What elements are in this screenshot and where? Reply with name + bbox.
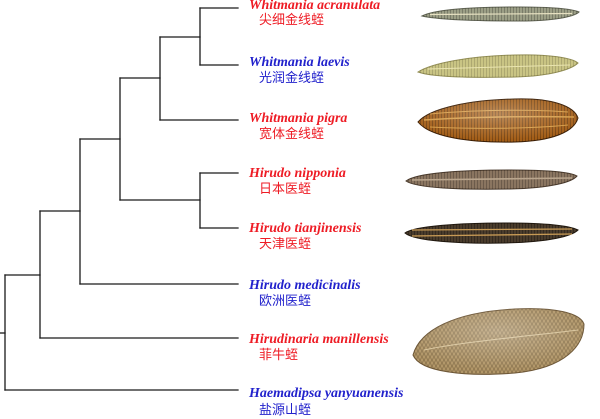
scientific-name: Hirudinaria manillensis — [248, 332, 389, 347]
leech-stripes — [418, 54, 578, 78]
leech-dorsal-stripe — [429, 12, 573, 16]
chinese-name: 天津医蛭 — [259, 237, 311, 252]
taxon-label-1: Whitmania acranulata 尖细金线蛭 — [249, 0, 380, 28]
chinese-name: 光润金线蛭 — [259, 70, 324, 86]
taxon-label-8: Haemadipsa yanyuanensis 盐源山蛭 — [248, 386, 404, 418]
scientific-name: Whitmania acranulata — [249, 0, 380, 13]
chinese-name: 菲牛蛭 — [259, 348, 298, 363]
chinese-name: 尖细金线蛭 — [259, 12, 324, 28]
scientific-name: Haemadipsa yanyuanensis — [248, 386, 404, 401]
taxon-label-7: Hirudinaria manillensis 菲牛蛭 — [248, 332, 389, 363]
scientific-name: Hirudo medicinalis — [248, 278, 361, 293]
specimen-image-2 — [416, 54, 579, 78]
taxon-label-6: Hirudo medicinalis 欧洲医蛭 — [248, 278, 361, 309]
taxon-label-4: Hirudo nipponia 日本医蛭 — [248, 166, 346, 197]
chinese-name: 日本医蛭 — [259, 182, 311, 197]
specimen-image-7 — [412, 308, 585, 375]
scientific-name: Whitmania laevis — [249, 55, 350, 70]
leech-stripes — [405, 223, 578, 244]
tree-branches — [0, 7, 239, 391]
scientific-name: Hirudo tianjinensis — [248, 221, 362, 236]
leech-dorsal-stripe — [411, 228, 573, 231]
chinese-name: 盐源山蛭 — [259, 403, 311, 418]
scientific-name: Hirudo nipponia — [248, 166, 346, 181]
specimen-image-3 — [417, 98, 579, 143]
specimen-image-1 — [420, 6, 580, 22]
leech-shine — [418, 98, 578, 143]
taxon-label-3: Whitmania pigra 宽体金线蛭 — [249, 111, 347, 142]
chinese-name: 欧洲医蛭 — [259, 294, 311, 309]
taxon-label-5: Hirudo tianjinensis 天津医蛭 — [248, 221, 362, 252]
leech-dorsal-stripe — [411, 233, 573, 237]
taxon-label-2: Whitmania laevis 光润金线蛭 — [249, 55, 350, 86]
scientific-name: Whitmania pigra — [249, 111, 347, 126]
chinese-name: 宽体金线蛭 — [259, 126, 324, 142]
leech-shine — [413, 308, 584, 375]
specimen-image-5 — [404, 222, 579, 244]
specimen-image-4 — [405, 169, 578, 190]
leech-dorsal-stripe — [427, 64, 571, 70]
leech-dorsal-stripe — [411, 177, 573, 181]
